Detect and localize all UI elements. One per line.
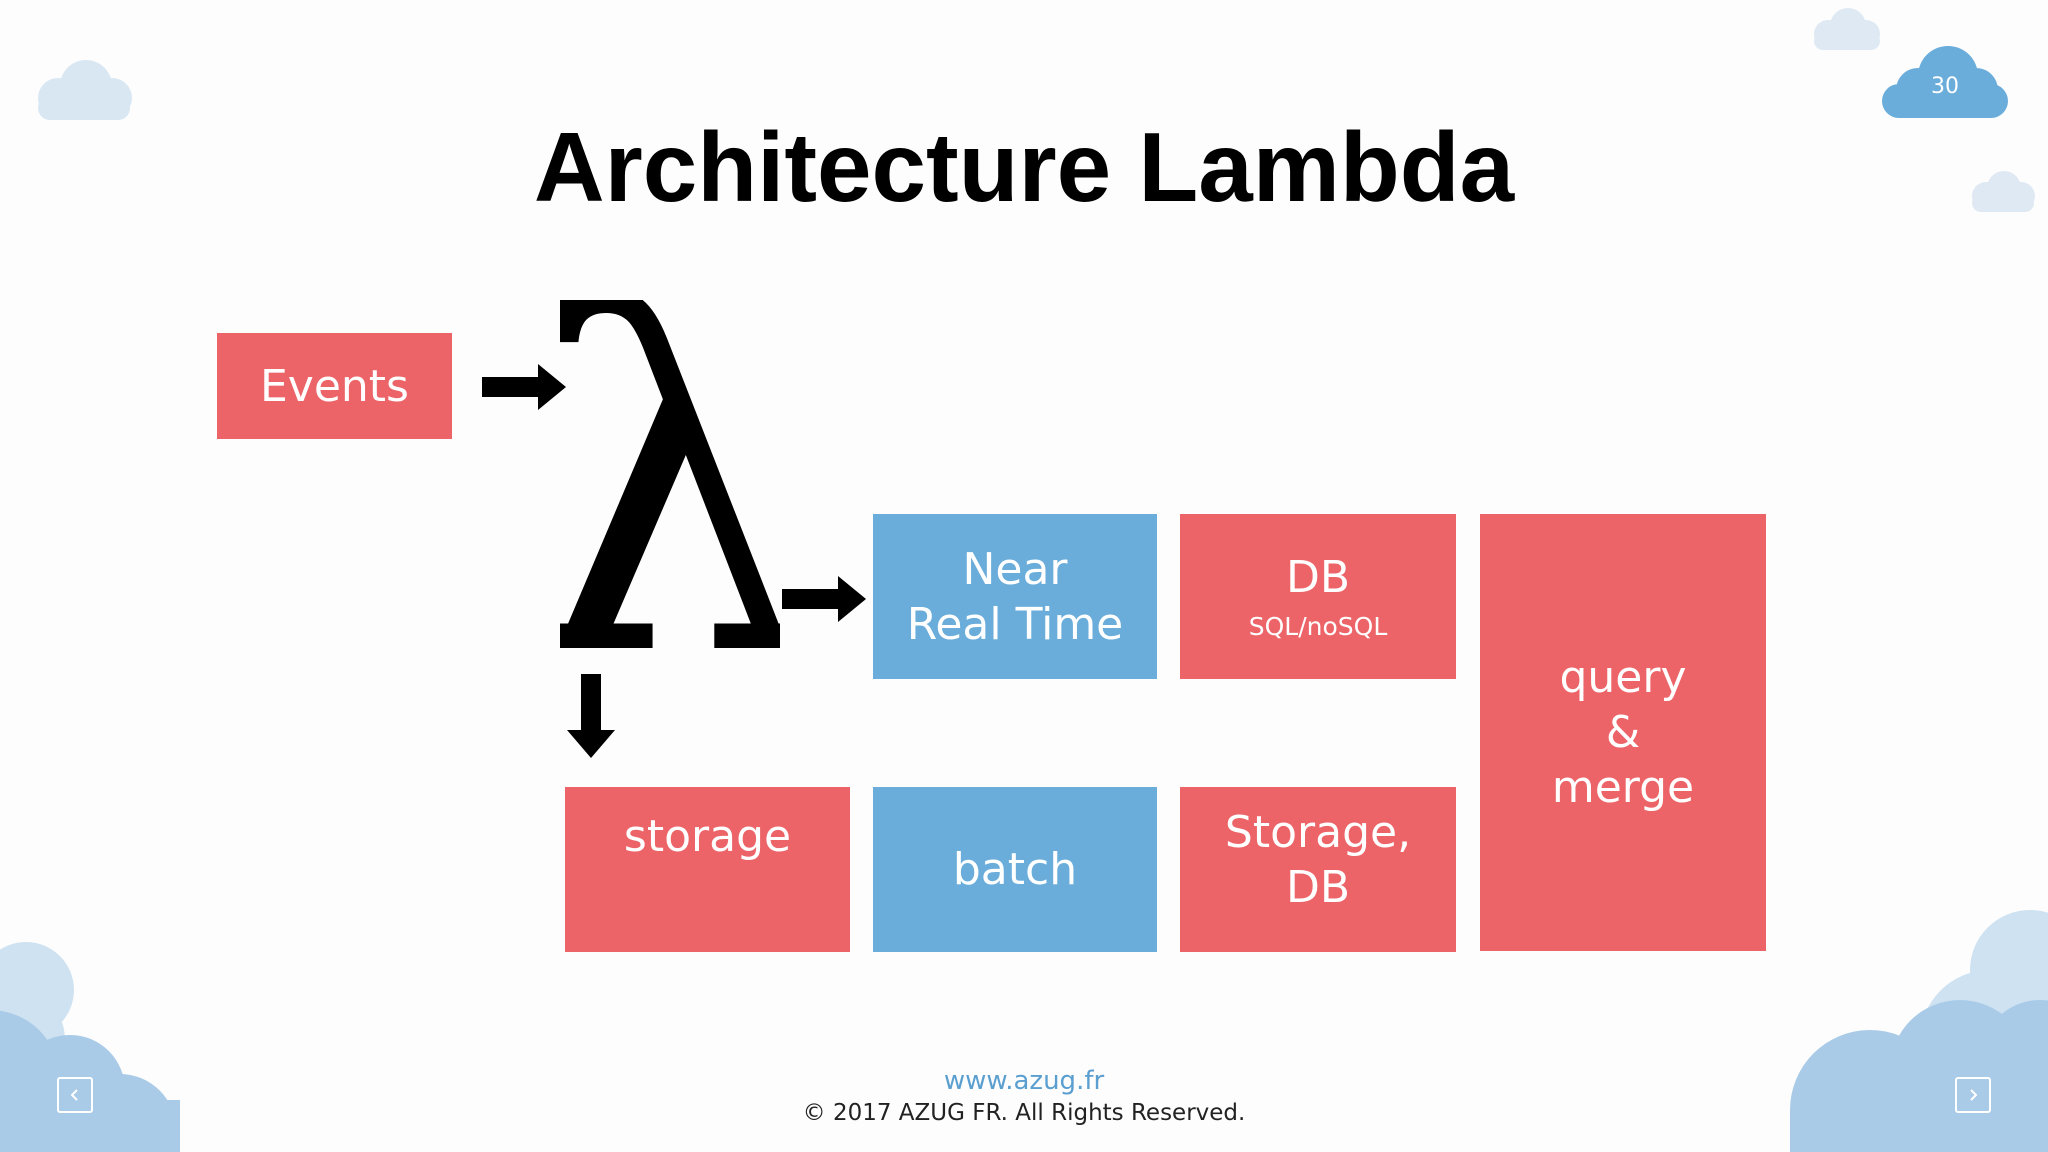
cloud-decoration-right (1972, 171, 2035, 212)
slide-number-badge: 30 (1880, 44, 2010, 120)
footer-copyright: © 2017 AZUG FR. All Rights Reserved. (802, 1100, 1246, 1126)
slide-number: 30 (1931, 74, 1959, 99)
chevron-left-icon (70, 1089, 78, 1101)
cloud-decoration-top-right (1814, 8, 1880, 50)
cloud-decoration-bottom-right (1790, 910, 2048, 1152)
cloud-decoration-top-left (38, 60, 132, 120)
ampersand-label: & (1605, 707, 1641, 758)
cloud-icon (1882, 46, 2008, 118)
merge-label: merge (1551, 762, 1695, 813)
near-real-time-label-line1: Near (962, 543, 1068, 595)
arrow-right-icon (482, 364, 566, 410)
storage-db-label-line2: DB (1285, 862, 1351, 913)
chevron-right-icon (1970, 1089, 1978, 1101)
storage-box: storage (565, 787, 850, 952)
near-real-time-label-line2: Real Time (906, 598, 1124, 650)
previous-slide-button[interactable] (57, 1077, 93, 1113)
arrow-down-icon (567, 674, 615, 758)
db-box: DB SQL/noSQL (1180, 514, 1456, 679)
events-label: Events (260, 360, 409, 412)
query-merge-box: query & merge (1480, 514, 1766, 951)
db-sublabel: SQL/noSQL (1248, 611, 1388, 641)
lambda-glyph: λ (560, 300, 780, 660)
storage-label: storage (623, 811, 792, 862)
arrow-right-icon (782, 576, 866, 622)
lambda-symbol: λ (560, 300, 780, 660)
footer-url-link[interactable]: www.azug.fr (943, 1066, 1105, 1096)
query-label: query (1559, 652, 1687, 703)
batch-label: batch (952, 844, 1078, 895)
near-real-time-box: Near Real Time (873, 514, 1157, 679)
next-slide-button[interactable] (1955, 1077, 1991, 1113)
storage-db-box: Storage, DB (1180, 787, 1456, 952)
slide-title: Architecture Lambda (533, 112, 1515, 222)
events-box: Events (217, 333, 452, 439)
batch-box: batch (873, 787, 1157, 952)
storage-db-label-line1: Storage, (1224, 807, 1412, 858)
db-label: DB (1285, 551, 1351, 603)
